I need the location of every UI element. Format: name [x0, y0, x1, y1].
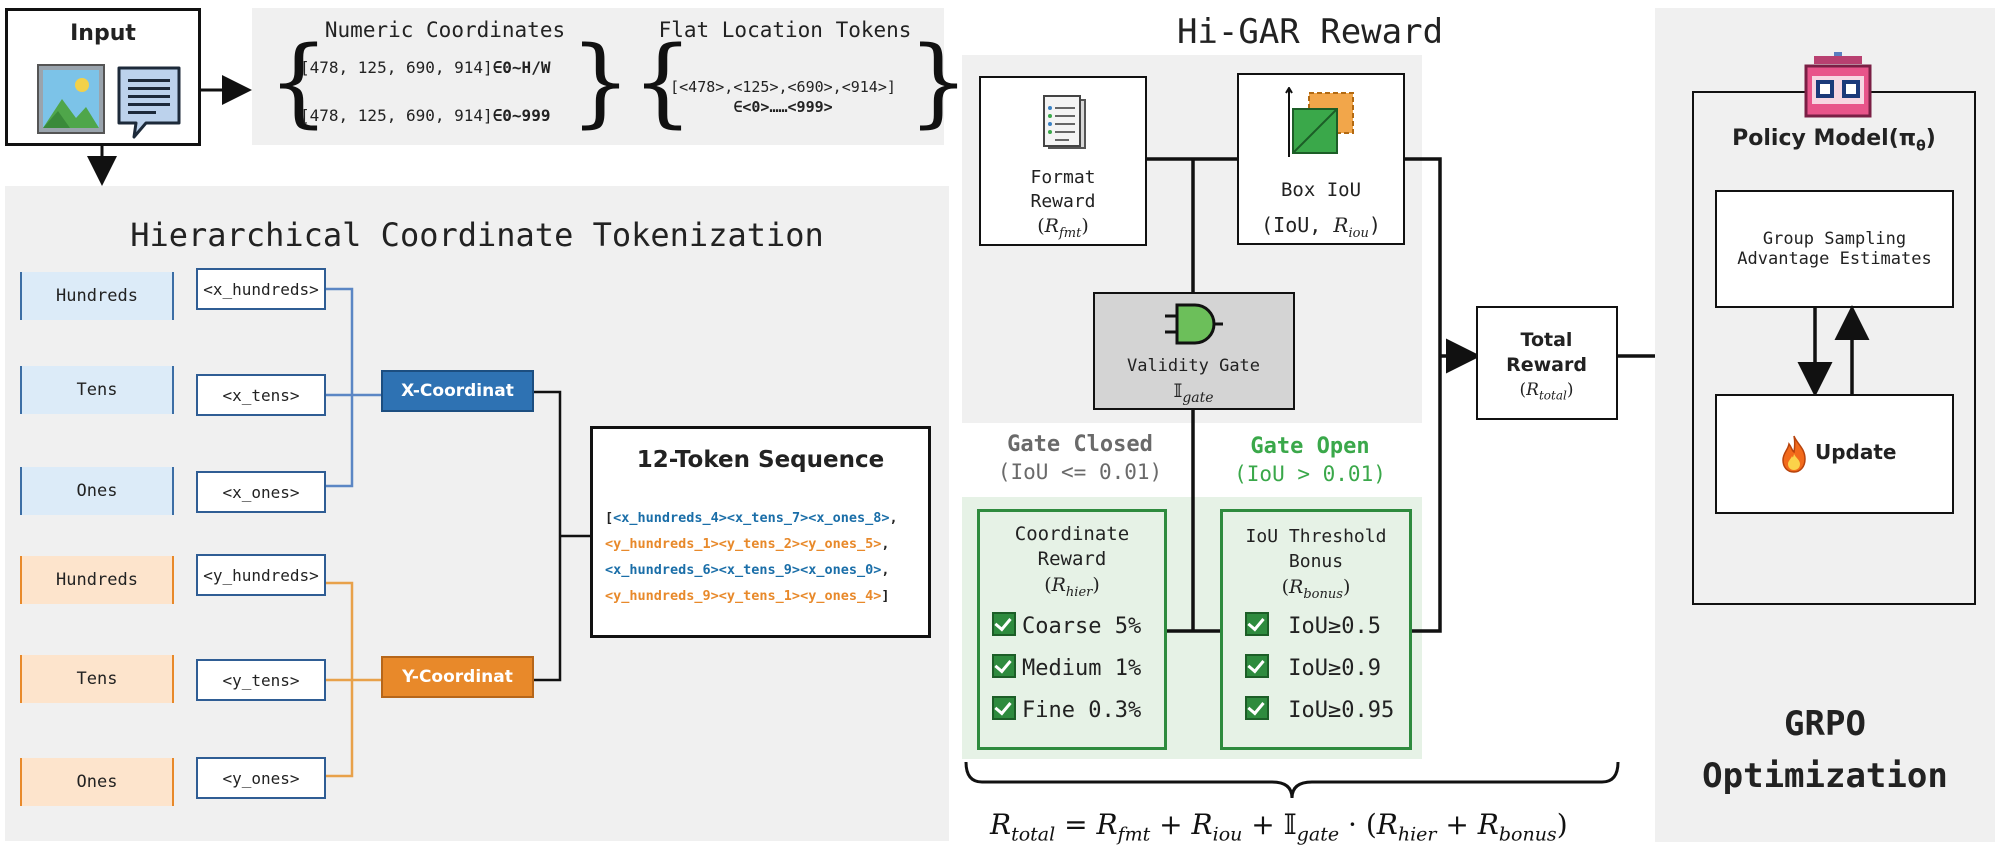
x-token-ones: <x_ones> — [196, 471, 326, 513]
format-reward-symbol: (Rfmt) — [1037, 215, 1089, 241]
token-sequence-box: 12-Token Sequence [<x_hundreds_4><x_tens… — [590, 426, 931, 638]
fire-icon — [1782, 435, 1806, 473]
y-level-hundreds: Hundreds — [20, 556, 174, 604]
gate-closed-condition: (IoU <= 0.01) — [997, 460, 1163, 484]
y-coordinate-box: Y-Coordinat — [381, 656, 534, 698]
group-sampling-line-1: Group Sampling — [1762, 229, 1907, 249]
x-token-hundreds: <x_hundreds> — [196, 268, 326, 310]
flat-line-2: ∈<0>……<999> — [733, 98, 833, 116]
gate-closed-title: Gate Closed — [1007, 432, 1153, 457]
format-reward-label: Format Reward — [1030, 167, 1096, 212]
iou-bonus-symbol: (Rbonus) — [1281, 576, 1351, 602]
coord-item-fine: Fine 0.3% — [992, 696, 1141, 723]
gate-open-title: Gate Open — [1250, 434, 1370, 459]
box-iou-symbol: (IoU, Riou) — [1261, 213, 1381, 241]
brace-left-numeric: { — [268, 26, 330, 138]
coordinate-reward-symbol: (Rhier) — [1044, 574, 1100, 600]
numeric-coords-title: Numeric Coordinates — [324, 18, 566, 42]
box-iou-label: Box IoU — [1280, 179, 1362, 201]
hierarchical-title: Hierarchical Coordinate Tokenization — [130, 216, 824, 254]
format-reward-box: Format Reward (Rfmt) — [979, 76, 1147, 246]
bonus-item-09: IoU≥0.9 — [1245, 654, 1381, 681]
image-icon — [37, 64, 105, 134]
y-level-tens: Tens — [20, 655, 174, 703]
update-label: Update — [1815, 440, 1897, 464]
x-level-tens: Tens — [20, 366, 174, 414]
y-token-ones: <y_ones> — [196, 757, 326, 799]
reward-title: Hi-GAR Reward — [1176, 12, 1444, 52]
flat-tokens-title: Flat Location Tokens — [658, 18, 912, 42]
y-token-tens: <y_tens> — [196, 659, 326, 701]
brace-right-flat: } — [908, 26, 970, 138]
coord-item-medium: Medium 1% — [992, 654, 1141, 681]
numeric-line-2-range: ∈0~999 — [492, 106, 551, 125]
numeric-line-2: [478, 125, 690, 914]∈0~999 — [300, 106, 550, 125]
grpo-footer-line-2: Optimization — [1702, 756, 1948, 796]
x-level-hundreds: Hundreds — [20, 272, 174, 320]
seq-line-2: <y_hundreds_1><y_tens_2><y_ones_5>, — [605, 536, 890, 552]
grpo-footer-line-1: GRPO — [1784, 704, 1866, 744]
check-icon — [1245, 654, 1269, 678]
total-reward-formula: Rtotal = Rfmt + Riou + 𝕀gate · (Rhier + … — [990, 808, 1568, 846]
seq-line-1: [<x_hundreds_4><x_tens_7><x_ones_8>, — [605, 510, 898, 526]
validity-gate-box: Validity Gate 𝕀gate — [1093, 292, 1295, 410]
formula-brace — [964, 761, 1620, 799]
update-box: Update — [1715, 394, 1954, 514]
x-token-tens: <x_tens> — [196, 374, 326, 416]
robot-icon — [1804, 52, 1872, 118]
and-gate-icon — [1165, 303, 1223, 345]
y-level-ones: Ones — [20, 758, 174, 806]
total-reward-box: Total Reward (Rtotal) — [1476, 306, 1618, 420]
x-level-ones: Ones — [20, 467, 174, 515]
validity-gate-symbol: 𝕀gate — [1173, 380, 1214, 406]
policy-model-title: Policy Model(πθ) — [1732, 126, 1936, 155]
input-box: Input — [5, 8, 201, 146]
numeric-line-2-vals: [478, 125, 690, 914] — [300, 106, 493, 125]
coordinate-reward-box: Coordinate Reward (Rhier) Coarse 5% Medi… — [977, 509, 1167, 750]
brace-right-numeric: } — [570, 26, 632, 138]
numeric-line-1-range: ∈0~H/W — [492, 58, 551, 77]
total-reward-label: Total Reward — [1506, 329, 1587, 376]
token-sequence-title: 12-Token Sequence — [636, 447, 885, 473]
bounding-box-icon — [1285, 87, 1354, 157]
group-sampling-box: Group Sampling Advantage Estimates — [1715, 190, 1954, 308]
validity-gate-label: Validity Gate — [1126, 356, 1261, 376]
bonus-item-05: IoU≥0.5 — [1245, 612, 1381, 639]
token-sequence-lines: [<x_hundreds_4><x_tens_7><x_ones_8>, <y_… — [605, 505, 898, 609]
coord-item-coarse: Coarse 5% — [992, 612, 1141, 639]
check-icon — [992, 612, 1016, 636]
total-reward-symbol: (Rtotal) — [1519, 380, 1574, 403]
iou-bonus-box: IoU Threshold Bonus (Rbonus) IoU≥0.5 IoU… — [1220, 509, 1412, 750]
check-icon — [992, 654, 1016, 678]
brace-left-flat: { — [632, 26, 694, 138]
x-coordinate-box: X-Coordinat — [381, 370, 534, 412]
document-icon — [1043, 95, 1086, 149]
coordinates-panel — [252, 8, 944, 145]
check-icon — [1245, 612, 1269, 636]
coordinate-reward-label: Coordinate Reward — [1014, 523, 1130, 570]
numeric-line-1: [478, 125, 690, 914]∈0~H/W — [300, 58, 550, 77]
check-icon — [1245, 696, 1269, 720]
input-title: Input — [70, 21, 136, 46]
bonus-item-095: IoU≥0.95 — [1245, 696, 1394, 723]
check-icon — [992, 696, 1016, 720]
gate-open-condition: (IoU > 0.01) — [1234, 462, 1386, 486]
iou-bonus-label: IoU Threshold Bonus — [1245, 526, 1387, 572]
seq-line-4: <y_hundreds_9><y_tens_1><y_ones_4>] — [605, 588, 890, 604]
flat-line-1: [<478>,<125>,<690>,<914>] — [670, 78, 896, 96]
group-sampling-line-2: Advantage Estimates — [1737, 249, 1932, 269]
numeric-line-1-vals: [478, 125, 690, 914] — [300, 58, 493, 77]
text-message-icon — [117, 66, 181, 139]
y-token-hundreds: <y_hundreds> — [196, 554, 326, 596]
box-iou-box: Box IoU (IoU, Riou) — [1237, 73, 1405, 245]
seq-line-3: <x_hundreds_6><x_tens_9><x_ones_0>, — [605, 562, 890, 578]
policy-model-frame — [1692, 91, 1976, 605]
